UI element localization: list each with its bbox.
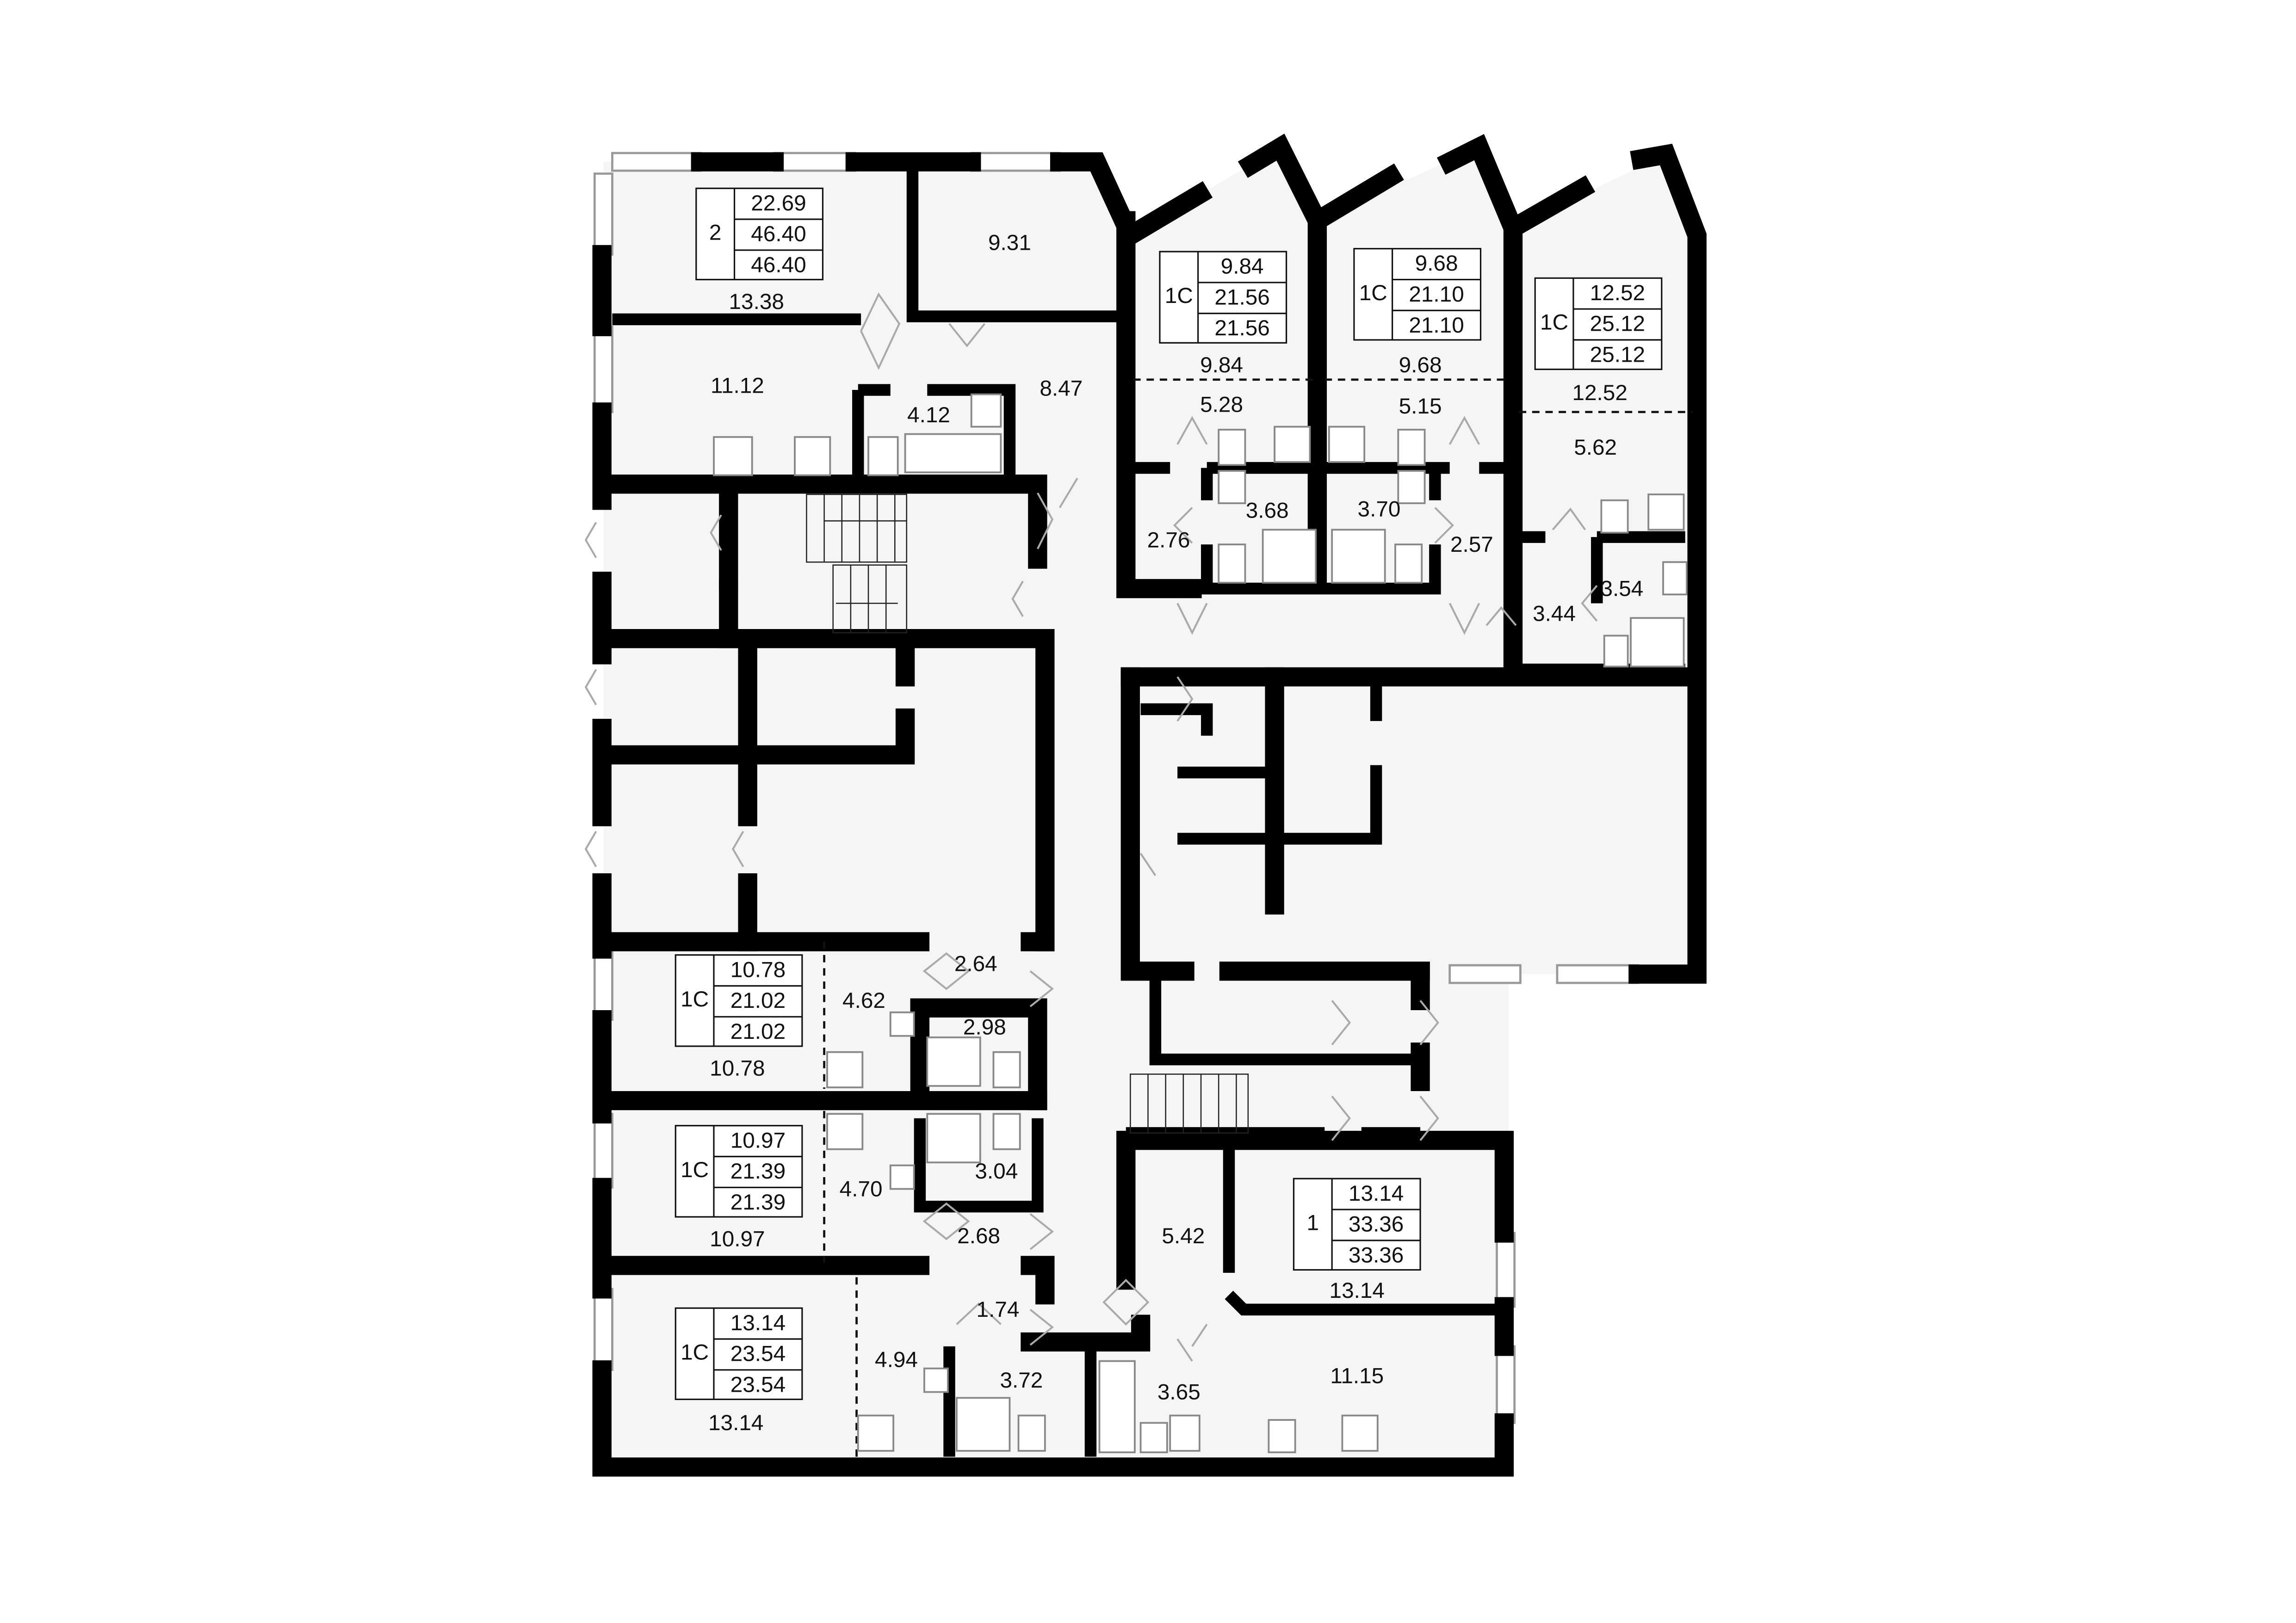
room-area: 2.76 <box>1147 528 1190 552</box>
living-area: 9.68 <box>1415 251 1458 276</box>
room-area: 13.14 <box>1330 1278 1385 1303</box>
apartment-tag-7: 1 13.14 33.36 33.36 <box>1293 1178 1421 1271</box>
bathtub-icon <box>904 433 1002 474</box>
room-area: 11.12 <box>711 373 764 398</box>
room-labels: 13.38 9.31 11.12 8.47 4.12 9.84 5.28 9.6… <box>708 231 1643 1435</box>
room-area: 9.68 <box>1399 353 1442 377</box>
apartment-tag-3: 1С 12.52 25.12 25.12 <box>1534 277 1663 370</box>
apartment-type: 1С <box>1540 310 1568 335</box>
apartment-type: 2 <box>709 220 722 245</box>
apartment-tag-0: 2 22.69 46.40 46.40 <box>695 187 823 281</box>
total-area: 23.54 <box>730 1342 786 1366</box>
total-area-2: 21.39 <box>730 1190 786 1215</box>
total-area-2: 21.10 <box>1409 313 1464 338</box>
room-area: 3.68 <box>1246 499 1289 523</box>
total-area-2: 33.36 <box>1349 1243 1404 1267</box>
room-area: 11.15 <box>1330 1364 1384 1388</box>
room-area: 5.62 <box>1574 435 1617 460</box>
apartment-type: 1С <box>681 987 709 1012</box>
room-area: 13.38 <box>729 290 784 314</box>
living-area: 13.14 <box>1349 1181 1404 1206</box>
sink-icon <box>970 393 1002 428</box>
total-area: 21.56 <box>1214 285 1269 309</box>
doors <box>584 292 1598 1362</box>
fixtures <box>713 393 1688 1453</box>
sink-icon <box>794 436 831 476</box>
total-area-2: 21.56 <box>1214 316 1269 340</box>
room-area: 2.98 <box>963 1015 1006 1039</box>
room-area: 13.14 <box>708 1411 763 1435</box>
room-area: 10.78 <box>710 1056 765 1080</box>
living-area: 22.69 <box>751 191 806 216</box>
apartment-type: 1С <box>1165 284 1193 308</box>
apartment-tag-1: 1С 9.84 21.56 21.56 <box>1159 251 1287 344</box>
room-area: 2.68 <box>957 1224 1000 1248</box>
total-area: 21.39 <box>730 1159 786 1184</box>
apartment-tag-4: 1С 10.78 21.02 21.02 <box>675 954 803 1047</box>
total-area-2: 25.12 <box>1590 342 1645 367</box>
room-area: 4.62 <box>842 988 885 1013</box>
room-area: 4.94 <box>875 1347 918 1372</box>
room-area: 10.97 <box>710 1227 765 1251</box>
total-area: 46.40 <box>751 222 806 247</box>
total-area-2: 23.54 <box>730 1372 786 1397</box>
room-area: 4.12 <box>907 403 950 427</box>
living-area: 9.84 <box>1221 254 1264 279</box>
total-area: 21.02 <box>730 988 786 1013</box>
total-area-2: 21.02 <box>730 1019 786 1044</box>
total-area-2: 46.40 <box>751 253 806 277</box>
total-area: 21.10 <box>1409 282 1464 307</box>
apartment-type: 1 <box>1307 1210 1319 1235</box>
stove-icon <box>713 436 753 476</box>
room-area: 12.52 <box>1572 381 1627 405</box>
apartment-type: 1С <box>1359 281 1387 305</box>
room-area: 3.44 <box>1533 601 1576 626</box>
room-area: 3.65 <box>1157 1380 1201 1404</box>
living-area: 12.52 <box>1590 281 1645 305</box>
toilet-icon <box>867 436 899 476</box>
apartment-tag-5: 1С 10.97 21.39 21.39 <box>675 1125 803 1218</box>
living-area: 10.78 <box>730 957 786 982</box>
living-area: 13.14 <box>730 1311 786 1335</box>
apartment-type: 1С <box>681 1340 709 1364</box>
total-area: 25.12 <box>1590 312 1645 336</box>
stairs <box>806 494 1249 1134</box>
room-area: 5.42 <box>1162 1224 1205 1248</box>
apartment-type: 1С <box>681 1158 709 1182</box>
walls <box>592 133 1707 1477</box>
apartment-tag-6: 1С 13.14 23.54 23.54 <box>675 1307 803 1401</box>
room-area: 5.28 <box>1200 393 1243 417</box>
room-area: 4.70 <box>840 1177 883 1201</box>
room-area: 1.74 <box>977 1297 1020 1322</box>
room-area: 9.84 <box>1200 353 1243 377</box>
room-area: 3.04 <box>975 1159 1018 1184</box>
room-area: 3.72 <box>1000 1368 1043 1393</box>
room-area: 2.57 <box>1450 532 1493 557</box>
room-area: 9.31 <box>988 231 1031 255</box>
apartment-tag-2: 1С 9.68 21.10 21.10 <box>1353 248 1482 341</box>
room-area: 2.64 <box>954 952 997 976</box>
room-area: 5.15 <box>1399 394 1442 419</box>
room-area: 3.70 <box>1358 497 1401 522</box>
zone-dividers <box>823 378 1693 1457</box>
room-area: 3.54 <box>1600 576 1643 601</box>
living-area: 10.97 <box>730 1128 786 1153</box>
total-area: 33.36 <box>1349 1212 1404 1237</box>
room-area: 8.47 <box>1040 376 1083 401</box>
